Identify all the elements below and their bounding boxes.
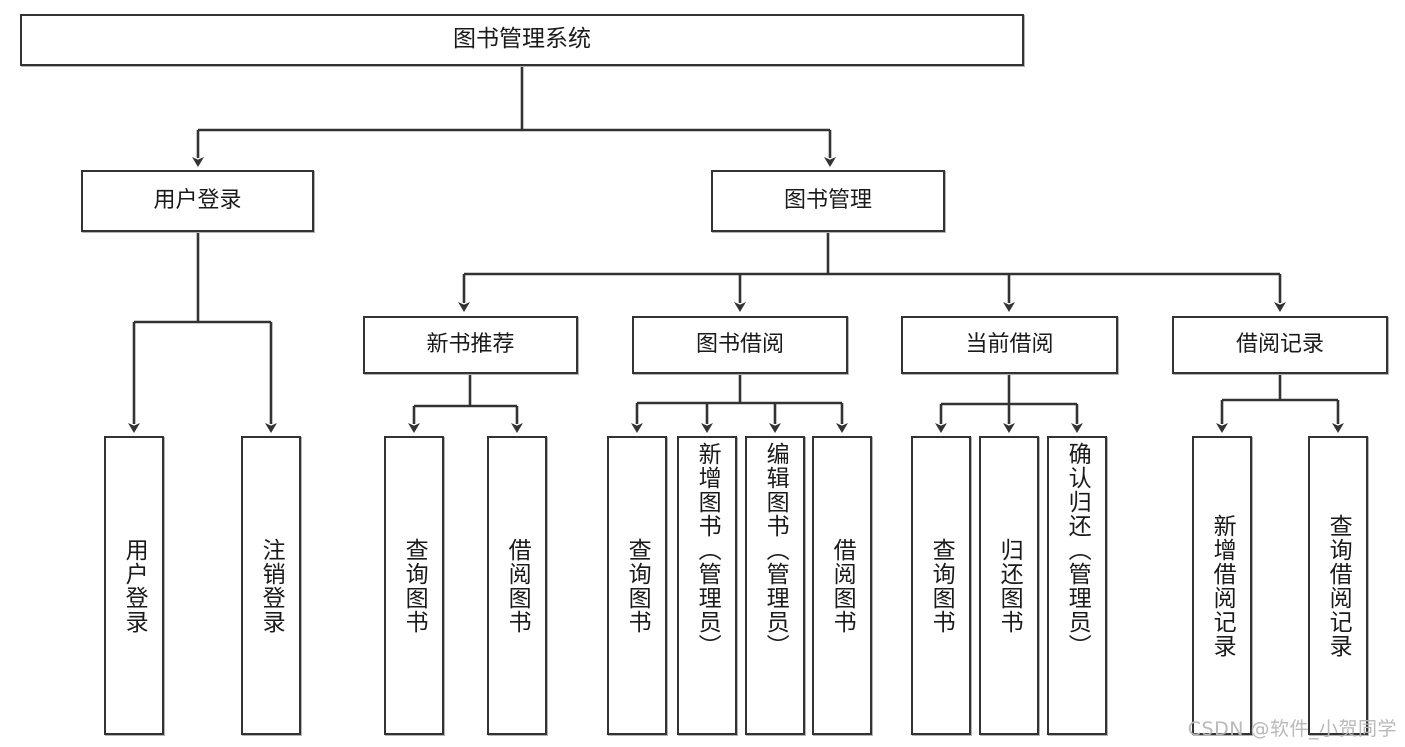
node-root-book-management-system[interactable]: 图书管理系统 [20, 14, 1024, 66]
node-label: 图书管理系统 [453, 26, 591, 53]
node-label: 归还图书 [996, 537, 1023, 634]
watermark-text: CSDN @软件_小贺同学 [1187, 718, 1397, 740]
node-user-login[interactable]: 用户登录 [81, 170, 314, 232]
node-leaf-return-book[interactable]: 归还图书 [979, 436, 1039, 735]
node-leaf-query-book-borrowing[interactable]: 查询图书 [607, 436, 667, 735]
node-label: 当前借阅 [965, 332, 1054, 358]
node-borrowing-record[interactable]: 借阅记录 [1172, 316, 1388, 374]
node-leaf-add-borrowing-record[interactable]: 新增借阅记录 [1192, 436, 1252, 735]
node-label: 注销登录 [258, 537, 285, 634]
node-label: 查询借阅记录 [1325, 513, 1352, 658]
node-current-borrowing[interactable]: 当前借阅 [901, 316, 1118, 374]
node-leaf-edit-book-admin[interactable]: 编辑图书（管理员） [745, 436, 805, 735]
node-label: 查询图书 [928, 537, 955, 634]
node-label: 新增图书（管理员） [694, 442, 721, 658]
node-label: 借阅记录 [1235, 332, 1324, 358]
node-label: 新增借阅记录 [1209, 513, 1236, 658]
node-leaf-logout[interactable]: 注销登录 [241, 436, 301, 735]
node-label: 图书借阅 [695, 332, 784, 358]
node-label: 查询图书 [624, 537, 651, 634]
node-label: 确认归还（管理员） [1064, 442, 1091, 658]
node-label: 借阅图书 [829, 537, 856, 634]
node-leaf-borrow-book-borrowing[interactable]: 借阅图书 [812, 436, 872, 735]
node-new-book-recommendation[interactable]: 新书推荐 [363, 316, 578, 374]
node-label: 借阅图书 [504, 537, 531, 634]
node-label: 查询图书 [401, 537, 428, 634]
node-leaf-confirm-return-admin[interactable]: 确认归还（管理员） [1047, 436, 1107, 735]
node-leaf-user-login[interactable]: 用户登录 [104, 436, 164, 735]
node-leaf-add-book-admin[interactable]: 新增图书（管理员） [677, 436, 737, 735]
node-label: 图书管理 [783, 188, 872, 214]
node-leaf-query-book-recommendation[interactable]: 查询图书 [384, 436, 444, 735]
node-label: 编辑图书（管理员） [762, 442, 789, 658]
node-label: 用户登录 [153, 188, 242, 214]
node-leaf-query-book-current[interactable]: 查询图书 [911, 436, 971, 735]
node-label: 新书推荐 [426, 332, 515, 358]
node-book-borrowing[interactable]: 图书借阅 [632, 316, 848, 374]
node-leaf-borrow-book-recommendation[interactable]: 借阅图书 [487, 436, 547, 735]
node-label: 用户登录 [121, 537, 148, 634]
node-leaf-query-borrowing-record[interactable]: 查询借阅记录 [1308, 436, 1368, 735]
node-book-management[interactable]: 图书管理 [711, 170, 945, 232]
